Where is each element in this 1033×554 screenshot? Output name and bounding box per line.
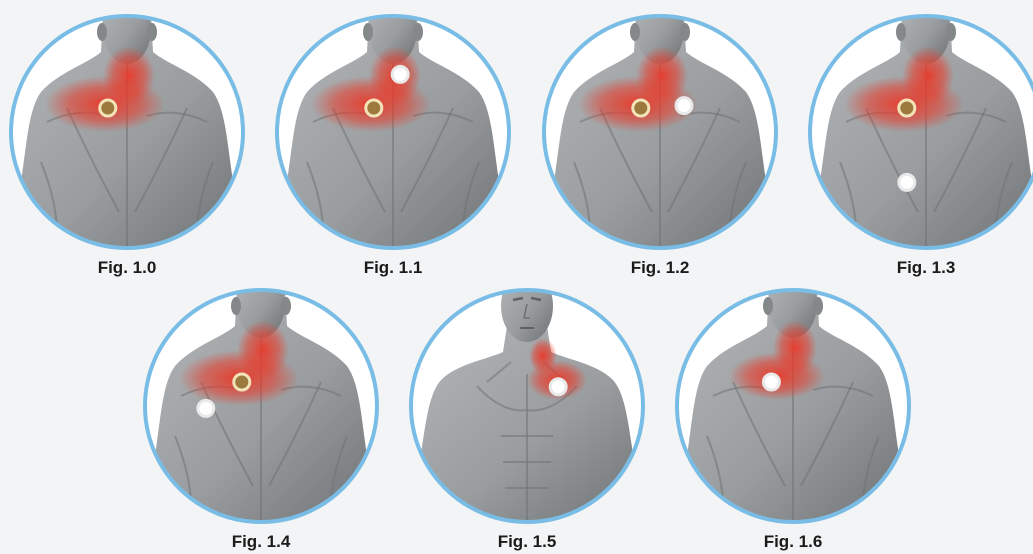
ear (813, 297, 823, 315)
figure-caption: Fig. 1.6 (673, 532, 913, 552)
figure-illustration (273, 12, 513, 252)
referral-point (198, 400, 214, 416)
ear (231, 297, 241, 315)
figure-caption: Fig. 1.1 (273, 258, 513, 278)
ear (630, 23, 640, 41)
body-group (407, 286, 647, 526)
figure-1 (7, 12, 247, 252)
figure-illustration (407, 286, 647, 526)
referral-point (763, 374, 779, 390)
referral-point (899, 174, 915, 190)
ear (363, 23, 373, 41)
figure-6 (407, 286, 647, 526)
ear (97, 23, 107, 41)
body-group (7, 12, 247, 252)
pain-area (902, 46, 954, 106)
figure-illustration (540, 12, 780, 252)
figure-illustration (806, 12, 1033, 252)
ear (147, 23, 157, 41)
figure-7 (673, 286, 913, 526)
ear (946, 23, 956, 41)
body-group (273, 12, 513, 252)
referral-point (550, 379, 566, 395)
figure-illustration (141, 286, 381, 526)
figure-illustration (673, 286, 913, 526)
ear (896, 23, 906, 41)
pain-area (237, 320, 289, 380)
trigger-point (366, 100, 382, 116)
pain-area (103, 46, 155, 106)
body-group (141, 286, 381, 526)
figure-caption: Fig. 1.3 (806, 258, 1033, 278)
trigger-point (234, 374, 250, 390)
referral-point (676, 98, 692, 114)
ear (680, 23, 690, 41)
trigger-point (899, 100, 915, 116)
figure-3 (540, 12, 780, 252)
ear (763, 297, 773, 315)
referral-point (392, 66, 408, 82)
figure-2 (273, 12, 513, 252)
ear (413, 23, 423, 41)
figure-5 (141, 286, 381, 526)
figure-caption: Fig. 1.2 (540, 258, 780, 278)
pain-area (529, 338, 557, 374)
figure-caption: Fig. 1.0 (7, 258, 247, 278)
figure-4 (806, 12, 1033, 252)
pain-area (773, 320, 817, 376)
trigger-point (100, 100, 116, 116)
body-group (673, 286, 913, 526)
trigger-point (633, 100, 649, 116)
figure-caption: Fig. 1.5 (407, 532, 647, 552)
ear (281, 297, 291, 315)
figure-caption: Fig. 1.4 (141, 532, 381, 552)
body-group (540, 12, 780, 252)
figure-illustration (7, 12, 247, 252)
